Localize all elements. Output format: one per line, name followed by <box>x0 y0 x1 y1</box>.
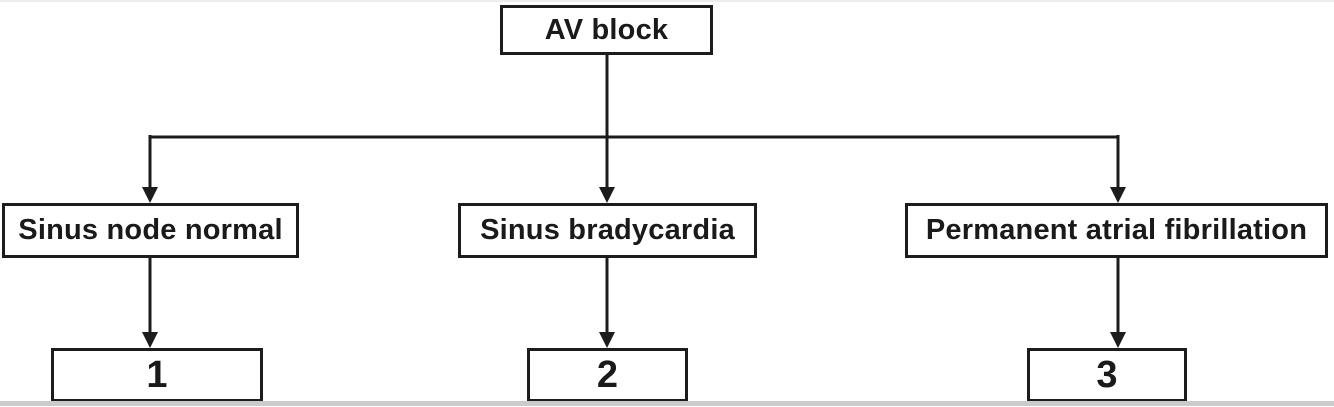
arrowhead-outcome-right <box>1110 332 1126 348</box>
arrowhead-branch-middle <box>599 187 615 203</box>
arrowhead-outcome-middle <box>599 332 615 348</box>
top-edge-line <box>0 0 1334 2</box>
bottom-edge-strip <box>0 401 1334 406</box>
arrowhead-branch-right <box>1110 187 1126 203</box>
arrowhead-branch-left <box>142 187 158 203</box>
node-av-block: AV block <box>500 5 713 55</box>
node-outcome-2: 2 <box>527 348 688 402</box>
node-permanent-atrial-fibrillation: Permanent atrial fibrillation <box>905 203 1328 258</box>
node-sinus-bradycardia: Sinus bradycardia <box>458 203 757 258</box>
node-outcome-3: 3 <box>1027 348 1187 402</box>
node-outcome-1: 1 <box>51 348 263 402</box>
node-sinus-node-normal: Sinus node normal <box>2 203 299 258</box>
arrowhead-outcome-left <box>142 332 158 348</box>
